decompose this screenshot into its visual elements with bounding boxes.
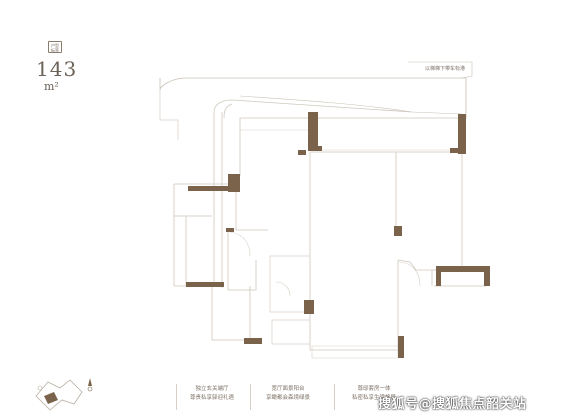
caption-divider — [176, 384, 177, 410]
wall-stub-2 — [450, 148, 464, 153]
feature-caption-2-line1: 宽厅面景阳台 — [271, 386, 305, 392]
area-unit-text: m² — [44, 80, 59, 93]
note-frame — [408, 61, 473, 79]
note-leader — [239, 95, 463, 115]
north-arrow-icon — [87, 378, 93, 392]
wall-column-8 — [398, 336, 404, 358]
feature-caption-3-line1: 尊邸套房一体 — [357, 386, 391, 392]
wall-beam-3 — [436, 266, 488, 272]
door-arcs — [229, 231, 421, 297]
wall-stub-4 — [226, 228, 234, 232]
watermark: 搜狐号@搜狐焦点韶关站 — [378, 397, 527, 412]
left-wing-outline — [173, 183, 268, 341]
unit-badge: 户型标签 — [48, 41, 62, 53]
wall-beam-1 — [188, 186, 232, 191]
lower-balcony — [311, 345, 399, 359]
interior-outline — [239, 117, 463, 351]
wall-column-5 — [484, 266, 490, 286]
feature-caption-3: 尊邸套房一体 私密私享生活格局 — [342, 385, 406, 409]
feature-caption-1: 独立玄关端厅 尊贵私享驿迎礼遇 — [180, 385, 244, 409]
feature-caption-1-line1: 独立玄关端厅 — [195, 386, 229, 392]
wall-column-2 — [458, 114, 466, 154]
wall-column-1 — [308, 112, 318, 150]
top-annotation: 以梯梯下带车标港 — [424, 66, 465, 72]
feature-caption-2-line2: 享瞰都会森境绿景 — [265, 395, 310, 401]
glass-line — [240, 129, 462, 151]
wall-beam-4 — [244, 338, 262, 344]
curved-rail — [223, 103, 233, 119]
unit-badge-text: 户型标签 — [51, 43, 59, 53]
area-value: 143 — [36, 57, 78, 81]
wall-stub-3 — [298, 150, 306, 155]
wall-column-7 — [304, 300, 314, 314]
feature-caption-3-line2: 私密私享生活格局 — [351, 395, 396, 401]
key-plan-dot — [37, 385, 43, 391]
caption-divider — [250, 384, 251, 410]
wall-column-4 — [394, 226, 402, 236]
bay-window — [434, 269, 487, 287]
structural-walls — [186, 112, 490, 358]
key-plan-highlight — [44, 392, 58, 404]
key-plan — [35, 379, 83, 411]
feature-caption-1-line2: 尊贵私享驿迎礼遇 — [189, 395, 234, 401]
terrace-outline — [213, 99, 413, 288]
wall-stub-1 — [308, 146, 322, 151]
key-plan-outline — [35, 379, 83, 411]
wall-beam-2 — [186, 282, 224, 287]
wall-column-6 — [436, 266, 441, 286]
feature-caption-2: 宽厅面景阳台 享瞰都会森境绿景 — [256, 385, 320, 409]
area-unit: m² — [44, 80, 59, 93]
site-outline-left — [159, 78, 179, 140]
caption-divider — [334, 384, 335, 410]
